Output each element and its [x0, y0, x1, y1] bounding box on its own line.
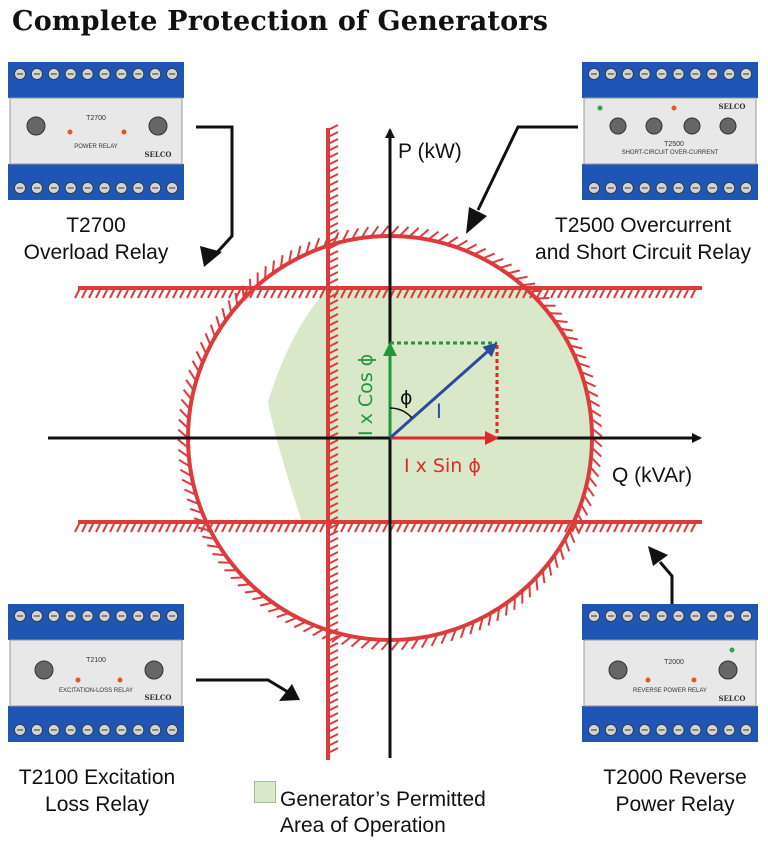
pointer-arrow-t2000 — [648, 546, 674, 604]
relay-model: T2100 — [86, 657, 106, 664]
relay-face-label: POWER RELAY — [74, 144, 118, 150]
phi-arc — [389, 407, 413, 419]
relay-model: T2500 — [664, 141, 684, 148]
phi-label: ϕ — [400, 387, 413, 409]
relay-model: T2700 — [86, 115, 106, 122]
relay-module-t2700: T2700 POWER RELAY SELCO — [8, 62, 184, 200]
legend-line1: Generator’s Permitted — [280, 788, 486, 811]
caption-t2100-line2: Loss Relay — [45, 793, 149, 817]
current-vector — [389, 342, 498, 440]
q-axis-label: Q (kVAr) — [612, 464, 692, 487]
caption-t2700-line2: Overload Relay — [23, 241, 169, 265]
relay-module-t2500: T2500 SHORT-CIRCUIT OVER-CURRENT SELCO — [582, 62, 758, 200]
caption-t2100-line1: T2100 Excitation — [18, 766, 176, 789]
relay-module-t2000: T2000 REVERSE POWER RELAY SELCO — [582, 604, 758, 742]
pointer-arrow-t2500 — [466, 125, 578, 234]
caption-t2000: T2000 Reverse Power Relay — [586, 764, 764, 819]
relay-model: T2000 — [664, 659, 684, 666]
pointer-arrow-t2700 — [196, 125, 234, 267]
relay-module-t2100: T2100 EXCITATION-LOSS RELAY SELCO — [8, 604, 184, 742]
legend-line2: Area of Operation — [280, 814, 446, 838]
legend-text: Generator’s Permitted Area of Operation — [280, 787, 486, 840]
relay-brand: SELCO — [719, 694, 746, 703]
relay-face-label: EXCITATION-LOSS RELAY — [59, 688, 133, 694]
p-axis-label: P (kW) — [398, 140, 462, 163]
caption-t2500: T2500 Overcurrent and Short Circuit Rela… — [520, 212, 766, 267]
relay-brand: SELCO — [145, 150, 172, 159]
relay-brand: SELCO — [719, 102, 746, 111]
relay-face-label: REVERSE POWER RELAY — [633, 688, 707, 694]
caption-t2700: T2700 Overload Relay — [6, 212, 186, 267]
relay-face-label: SHORT-CIRCUIT OVER-CURRENT — [622, 150, 719, 156]
pointer-arrow-t2100 — [196, 678, 300, 701]
sin-label: I x Sin ϕ — [404, 455, 481, 477]
permitted-area — [268, 288, 592, 522]
page-title: Complete Protection of Generators — [12, 6, 549, 37]
caption-t2500-line2: and Short Circuit Relay — [535, 241, 751, 265]
caption-t2100: T2100 Excitation Loss Relay — [2, 764, 192, 819]
caption-t2000-line2: Power Relay — [615, 793, 735, 817]
cos-label: I x Cos ϕ — [355, 354, 377, 436]
excitation-loss-limit-line — [326, 124, 339, 760]
legend-swatch — [254, 781, 276, 803]
caption-t2700-line1: T2700 — [66, 214, 126, 237]
caption-t2500-line1: T2500 Overcurrent — [554, 214, 732, 237]
relay-brand: SELCO — [145, 693, 172, 702]
caption-t2000-line1: T2000 Reverse — [603, 766, 747, 789]
current-label: I — [436, 400, 442, 423]
